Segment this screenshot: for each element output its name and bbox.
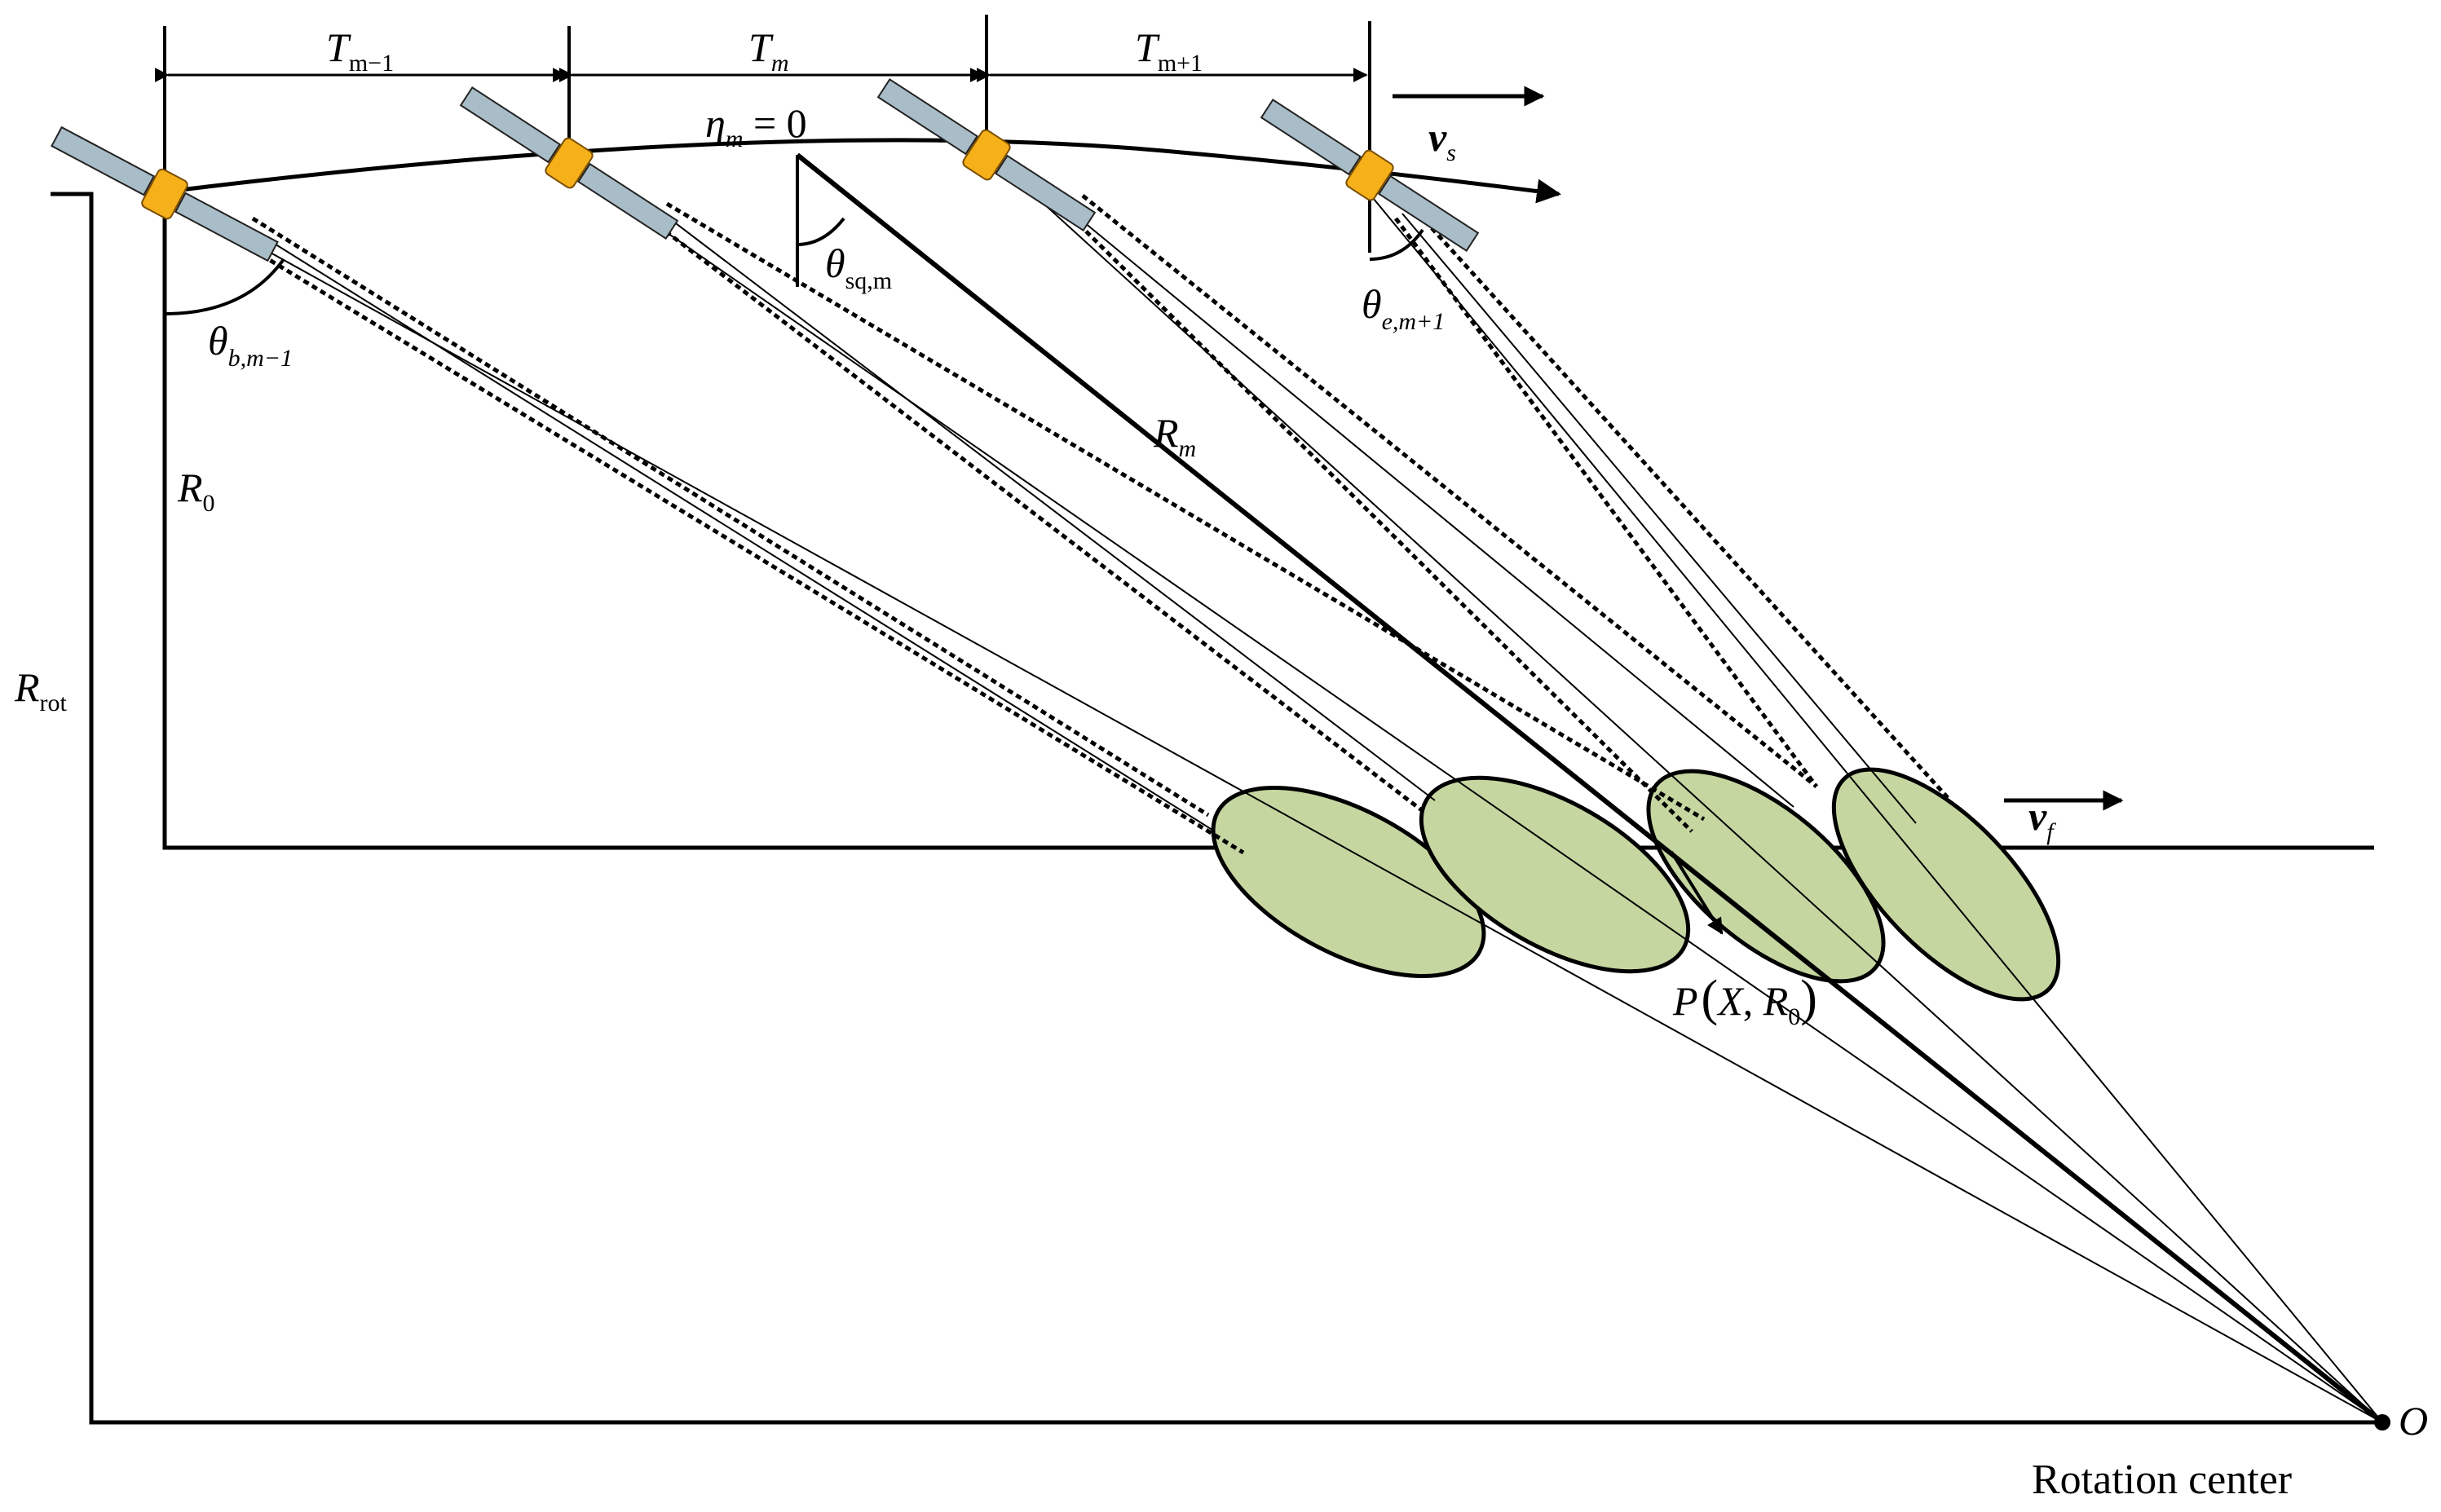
satellite-3 xyxy=(876,78,1097,231)
satellite-1-body xyxy=(141,168,188,220)
beam-1-dash-b xyxy=(218,227,1245,855)
rm-label: Rm xyxy=(1153,410,1196,462)
beam-4-dash-b xyxy=(1393,217,1819,788)
beam-3-dash-b xyxy=(1081,194,1818,788)
origin-label: O xyxy=(2399,1398,2428,1444)
beam-3 xyxy=(986,151,2383,1423)
beam-1-thin-a xyxy=(244,224,1216,832)
beam-lines xyxy=(162,151,2383,1423)
satellite-2-body xyxy=(545,137,594,189)
beam-2-thin-b xyxy=(566,162,2383,1423)
beam-4-dash-a xyxy=(1417,212,1952,802)
satellite-2 xyxy=(459,86,679,240)
beam-3-dash-a xyxy=(1057,202,1693,833)
vs-label: vs xyxy=(1428,114,1456,166)
end-angle-label: θe,m+1 xyxy=(1362,281,1445,335)
satellite-4-panel-left xyxy=(1260,99,1362,176)
t-next-label: Tm+1 xyxy=(1135,24,1203,77)
begin-angle-label: θb,m−1 xyxy=(208,318,293,372)
beam-2-dash-b xyxy=(641,212,1424,813)
interval-markers xyxy=(163,15,1371,253)
squint-arc xyxy=(797,217,845,246)
satellite-2-panel-left xyxy=(459,86,562,164)
beam-4-thin-a xyxy=(1401,213,1917,824)
beam-3-thin-b xyxy=(986,151,2383,1423)
eta-label: ηm = 0 xyxy=(705,100,807,152)
beam-2 xyxy=(566,162,2383,1423)
t-prev-label: Tm−1 xyxy=(326,24,394,77)
beam-4-thin-b xyxy=(1369,193,2383,1423)
satellite-1-panel-left xyxy=(51,126,156,196)
squint-angle-label: θsq,m xyxy=(825,240,892,294)
end-angle-arc xyxy=(1369,228,1424,261)
satellite-4-body xyxy=(1345,149,1394,201)
satellite-3-body xyxy=(962,129,1011,181)
satellite-3-panel-right xyxy=(994,154,1097,231)
satellite-4 xyxy=(1260,99,1480,252)
beam-2-thin-a xyxy=(651,205,1436,801)
rrot-axis xyxy=(51,192,2382,1425)
footprint-4 xyxy=(1831,767,2061,1002)
rrot-label: Rrot xyxy=(14,664,68,716)
satellite-1-panel-right xyxy=(174,192,279,262)
point-p-label: P(X, R0) xyxy=(1672,971,1817,1030)
beam-4 xyxy=(1369,193,2383,1423)
footprint-2 xyxy=(1419,775,1691,974)
beam-3-thin-a xyxy=(1051,195,1794,808)
beam-1-thin-b xyxy=(162,192,2383,1423)
footprint-1 xyxy=(1211,786,1486,978)
origin-dot xyxy=(2374,1414,2390,1430)
beam-1-dash-a xyxy=(251,216,1210,818)
beam-1 xyxy=(162,192,2383,1423)
rotation-center-caption: Rotation center xyxy=(2032,1457,2292,1503)
r0-label: R0 xyxy=(177,465,215,517)
orbit-arc xyxy=(166,138,1561,204)
beam-2-dash-a xyxy=(665,201,1706,822)
satellite-2-panel-right xyxy=(576,162,679,240)
footprint-3 xyxy=(1646,769,1886,984)
point-p-arrow xyxy=(1670,850,1724,935)
satellite-4-panel-right xyxy=(1377,174,1480,252)
satellite-3-panel-left xyxy=(876,78,979,156)
satellite-1 xyxy=(51,126,279,262)
t-curr-label: Tm xyxy=(748,24,788,77)
footprints xyxy=(1211,767,2061,1002)
begin-angle-arc xyxy=(164,258,285,315)
rm-line xyxy=(796,152,2384,1425)
